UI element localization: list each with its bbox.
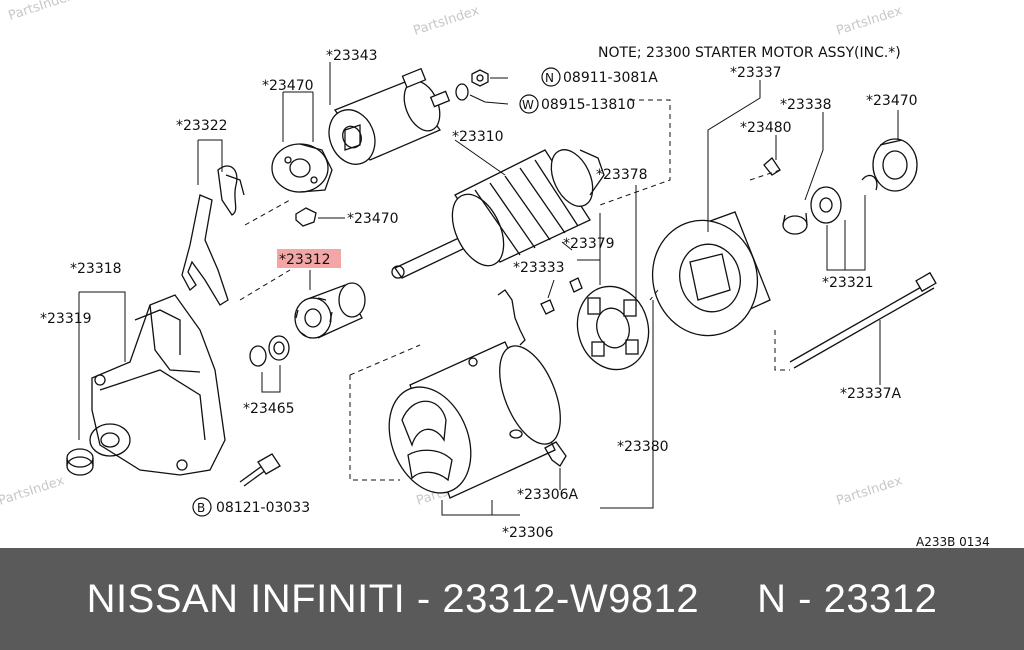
- watermark: PartsIndex: [0, 473, 66, 508]
- watermark: PartsIndex: [412, 3, 482, 38]
- circle-marker: [541, 67, 561, 87]
- part-label-23380: *23380: [617, 439, 669, 455]
- part-label-23470: *23470: [866, 93, 918, 109]
- nut-part: [471, 69, 489, 87]
- marker-letter: W: [522, 98, 534, 112]
- ring-part: [273, 341, 285, 355]
- part-label-23318: *23318: [70, 261, 122, 277]
- ring-part: [268, 335, 290, 361]
- highlight-box: [277, 249, 341, 268]
- leader-lines: [78, 62, 899, 516]
- bushing-part: [66, 448, 94, 476]
- plate-part: [271, 143, 333, 193]
- part-label-23470: *23470: [262, 78, 314, 94]
- part-label-23465: *23465: [243, 401, 295, 417]
- solenoid-part: [328, 67, 451, 165]
- lead-wire-part: [497, 289, 526, 346]
- part-label-23319: *23319: [40, 311, 92, 327]
- part-number-title: NISSAN INFINITI - 23312-W9812 N - 23312: [86, 576, 938, 621]
- bolt-part: [239, 453, 281, 487]
- spring-part: [569, 277, 583, 293]
- marker-letter: N: [545, 71, 554, 85]
- seal-part: [872, 138, 918, 192]
- ring-part: [249, 345, 267, 367]
- part-label-23338: *23338: [780, 97, 832, 113]
- exploded-parts-diagram: PartsIndex PartsIndex PartsIndex PartsIn…: [0, 0, 990, 548]
- rear-screw-part: [763, 157, 781, 176]
- watermark: PartsIndex: [835, 473, 905, 508]
- screw-part: [544, 441, 567, 467]
- circle-marker: [192, 497, 212, 517]
- part-label-23306A: *23306A: [517, 487, 579, 503]
- note-text: NOTE; 23300 STARTER MOTOR ASSY(INC.*): [598, 45, 901, 61]
- marker-letter: B: [197, 501, 205, 515]
- part-label-23321: *23321: [822, 275, 874, 291]
- footer-bar: NISSAN INFINITI - 23312-W9812 N - 23312: [0, 548, 1024, 650]
- watermark: PartsIndex: [7, 0, 77, 24]
- part-label-23306: *23306: [502, 525, 554, 541]
- watermark: PartsIndex: [835, 3, 905, 38]
- circle-marker: [519, 94, 539, 114]
- washer-part: [455, 83, 469, 101]
- small-block-part: [295, 207, 317, 227]
- part-code-nut: 08911-3081A: [563, 70, 658, 86]
- diagram-id: A233B 0134: [916, 535, 990, 548]
- part-label-23310: *23310: [452, 129, 504, 145]
- part-label-23337A: *23337A: [840, 386, 902, 402]
- assembly-line: [239, 99, 790, 481]
- armature-part: [391, 149, 605, 279]
- rear-cover-part: [651, 211, 771, 337]
- part-label-23470: *23470: [347, 211, 399, 227]
- through-bolt-part: [789, 271, 937, 369]
- part-label-23480: *23480: [740, 120, 792, 136]
- part-code-bolt: 08121-03033: [216, 500, 310, 516]
- part-label-23333: *23333: [513, 260, 565, 276]
- small-screw-part: [540, 299, 555, 315]
- front-housing-part: [89, 294, 226, 476]
- rear-bushing-part: [782, 174, 878, 235]
- part-label-23343: *23343: [326, 48, 378, 64]
- part-label-23312: *23312: [279, 252, 331, 268]
- part-label-23322: *23322: [176, 118, 228, 134]
- yoke-part: [388, 341, 561, 499]
- part-label-23379: *23379: [563, 236, 615, 252]
- part-label-23378: *23378: [596, 167, 648, 183]
- brush-holder-part: [576, 285, 650, 371]
- pinion-gear-part: [294, 282, 366, 339]
- part-label-23337: *23337: [730, 65, 782, 81]
- shift-lever-part: [181, 165, 245, 306]
- part-code-washer: 08915-13810: [541, 97, 635, 113]
